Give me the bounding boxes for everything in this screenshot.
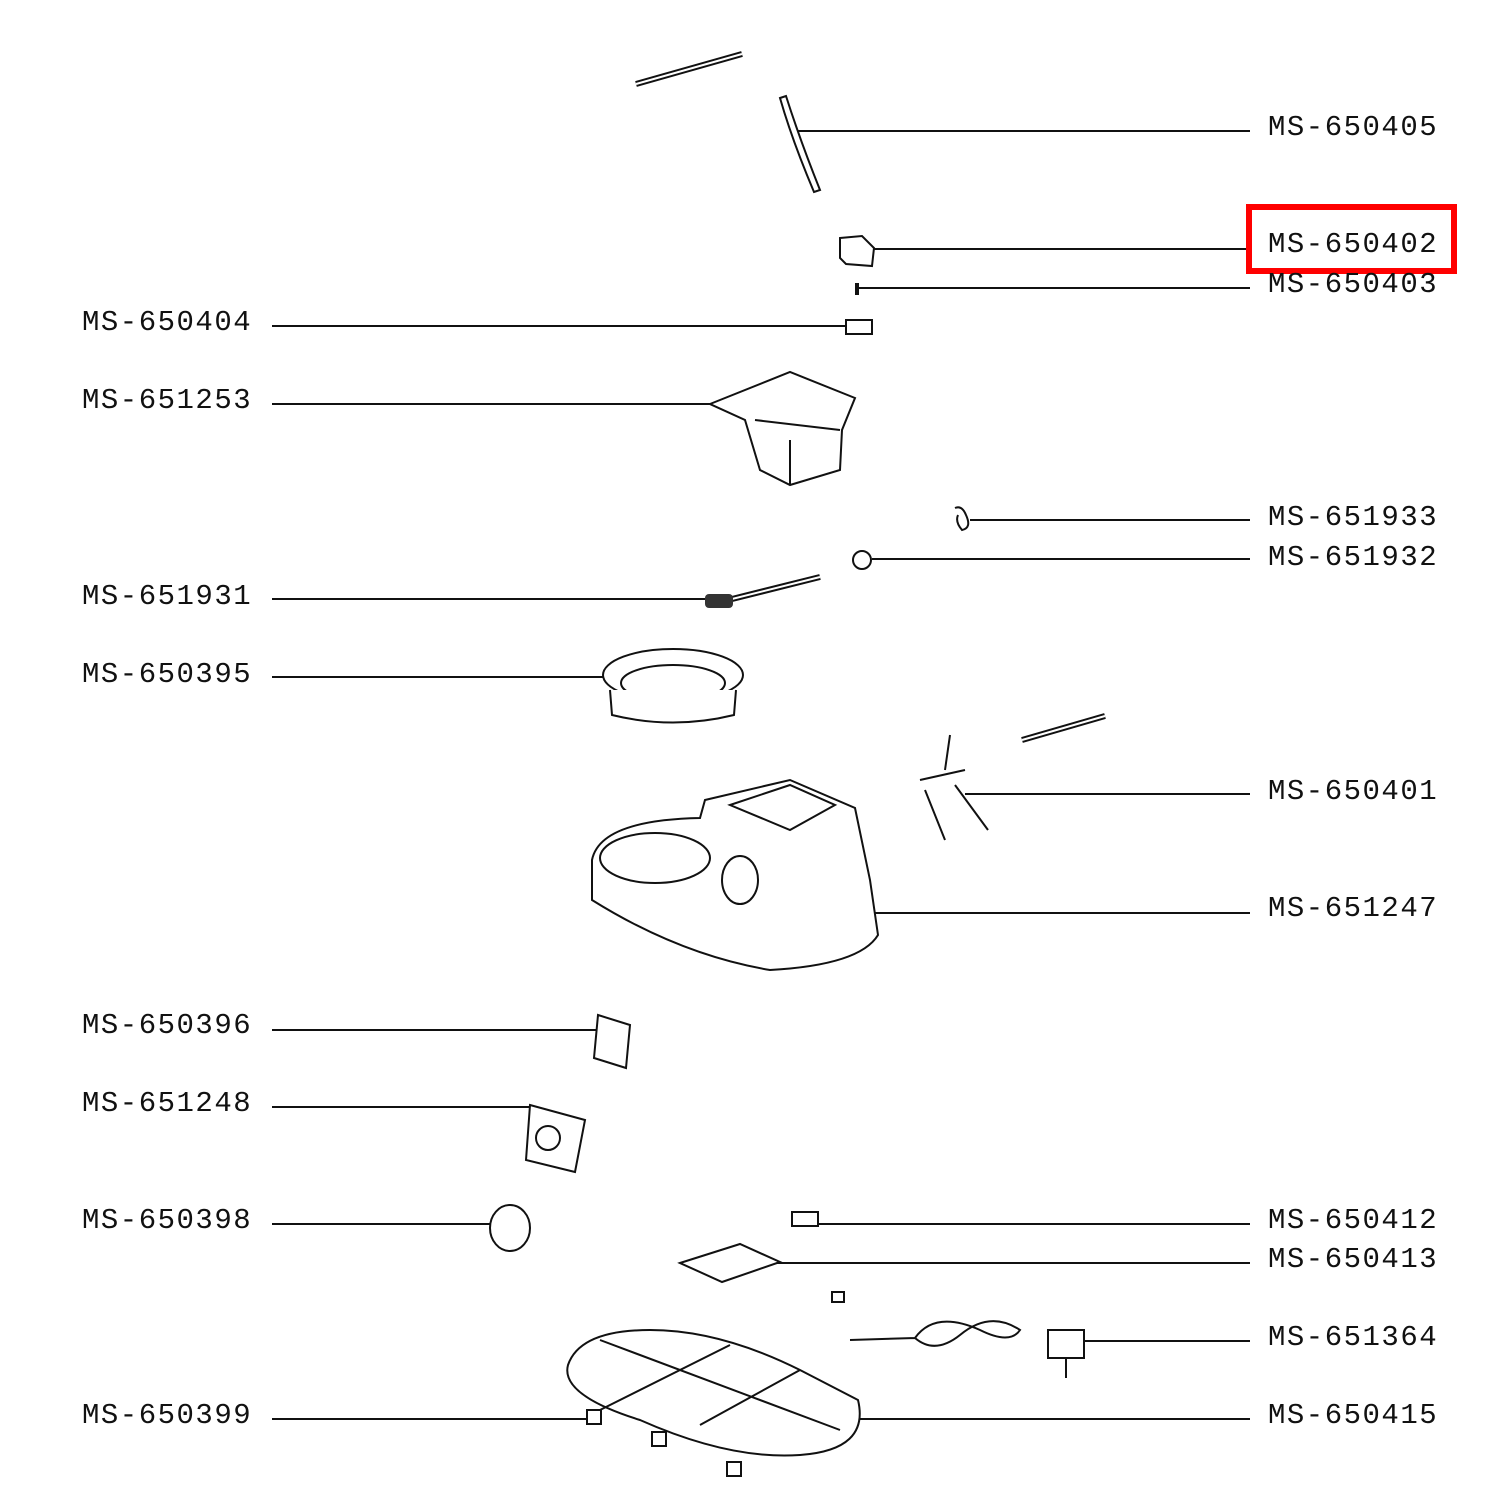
part-number-label[interactable]: MS-651248 bbox=[82, 1087, 253, 1120]
part-number-label[interactable]: MS-650402 bbox=[1268, 228, 1439, 261]
plate-part-650413 bbox=[677, 1242, 783, 1284]
part-number-label[interactable]: MS-651932 bbox=[1268, 541, 1439, 574]
base-plate-part-650415 bbox=[566, 1328, 861, 1457]
part-number-label[interactable]: MS-650403 bbox=[1268, 268, 1439, 301]
clip-part bbox=[831, 1291, 845, 1303]
part-number-label[interactable]: MS-650398 bbox=[82, 1204, 253, 1237]
part-number-label[interactable]: MS-650396 bbox=[82, 1009, 253, 1042]
part-number-label[interactable]: MS-650415 bbox=[1268, 1399, 1439, 1432]
spring-part-651933 bbox=[954, 506, 970, 532]
pin-part-650403 bbox=[855, 283, 859, 295]
part-number-label[interactable]: MS-651931 bbox=[82, 580, 253, 613]
part-number-label[interactable]: MS-650399 bbox=[82, 1399, 253, 1432]
leader-lines bbox=[272, 130, 1250, 1420]
part-number-label[interactable]: MS-650401 bbox=[1268, 775, 1439, 808]
housing-part-651253 bbox=[707, 370, 857, 487]
spring-lever-part-650401 bbox=[919, 734, 989, 841]
feet-part-650399 bbox=[586, 1409, 742, 1477]
switch-part-650404 bbox=[845, 319, 873, 335]
cap-part-650398 bbox=[489, 1204, 531, 1252]
part-number-label[interactable]: MS-650405 bbox=[1268, 111, 1439, 144]
ring-part-650395 bbox=[602, 648, 744, 724]
highlight-box bbox=[1246, 204, 1457, 274]
arm-part-650405 bbox=[778, 94, 822, 194]
parts bbox=[489, 51, 1106, 1477]
gear-part-651932 bbox=[852, 550, 872, 570]
part-number-label[interactable]: MS-650395 bbox=[82, 658, 253, 691]
part-number-label[interactable]: MS-651933 bbox=[1268, 501, 1439, 534]
part-number-label[interactable]: MS-650413 bbox=[1268, 1243, 1439, 1276]
clip-part-650402 bbox=[839, 234, 876, 268]
power-cord-part-651364 bbox=[849, 1320, 1085, 1378]
part-number-label[interactable]: MS-650412 bbox=[1268, 1204, 1439, 1237]
part-number-label[interactable]: MS-651364 bbox=[1268, 1321, 1439, 1354]
motor-mount-part-651248 bbox=[524, 1103, 587, 1174]
switch-part-650412 bbox=[791, 1211, 819, 1227]
part-number-label[interactable]: MS-650404 bbox=[82, 306, 253, 339]
bracket-part-650396 bbox=[592, 1013, 632, 1070]
part-number-label[interactable]: MS-651253 bbox=[82, 384, 253, 417]
base-body-part-651247 bbox=[591, 778, 880, 972]
part-number-label[interactable]: MS-651247 bbox=[1268, 892, 1439, 925]
